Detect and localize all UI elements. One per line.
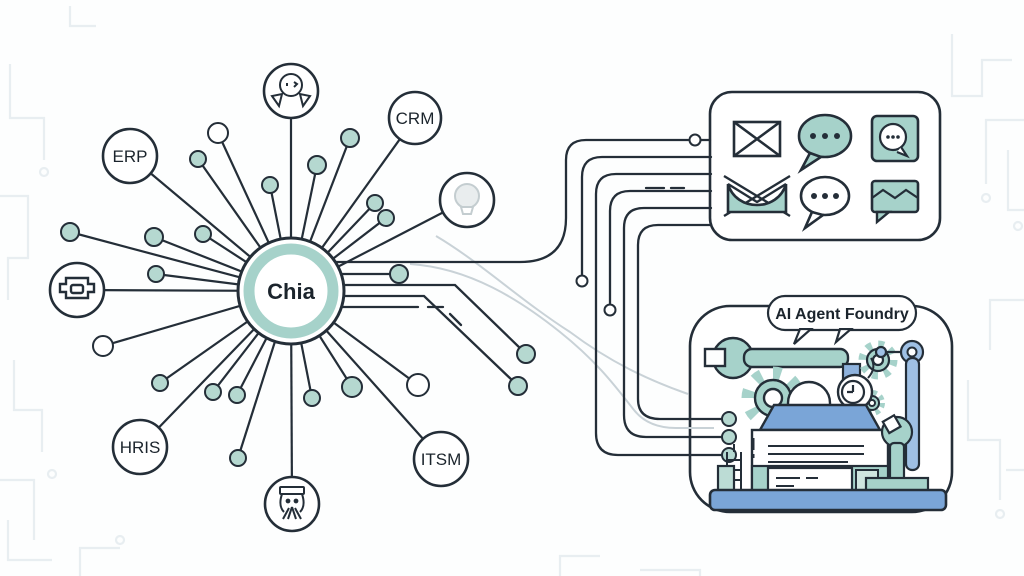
connector-dots <box>60 122 737 467</box>
node-agent <box>263 475 321 533</box>
hub-label: Chia <box>267 279 315 304</box>
node-erp-label: ERP <box>113 147 148 166</box>
foundry-title-bubble: AI Agent Foundry <box>766 294 918 346</box>
chat-bubble-outline-icon <box>799 175 851 232</box>
platform-icon <box>708 488 948 512</box>
node-hris-label: HRIS <box>120 438 161 457</box>
hub-node: Chia <box>236 236 346 346</box>
channels-icons <box>723 113 920 232</box>
message-sent-icon <box>870 179 920 225</box>
ladder-icon <box>716 444 742 494</box>
node-itsm <box>412 430 470 488</box>
node-crm-label: CRM <box>396 109 435 128</box>
gray-traces <box>409 235 714 429</box>
background-circuit-pattern <box>0 6 1024 576</box>
chat-bubble-filled-icon <box>797 113 853 174</box>
circuit-traces <box>298 138 724 457</box>
envelope-open-icon <box>723 174 791 218</box>
spanner-icon <box>864 339 930 496</box>
lightbulb-icon <box>454 183 480 215</box>
foundry-title: AI Agent Foundry <box>775 306 909 323</box>
envelope-icon <box>732 120 782 158</box>
node-hris <box>111 418 169 476</box>
node-crm <box>387 90 443 146</box>
node-itsm-label: ITSM <box>421 450 462 469</box>
wrench-icon <box>703 336 862 383</box>
foundry-illustration: AI Agent Foundry <box>703 294 948 512</box>
chat-square-icon <box>870 114 920 163</box>
node-erp <box>101 127 159 185</box>
robot-icon <box>58 276 96 300</box>
support-agent-icon <box>279 486 305 520</box>
user-icon <box>270 73 312 109</box>
satellite-nodes <box>48 62 496 533</box>
